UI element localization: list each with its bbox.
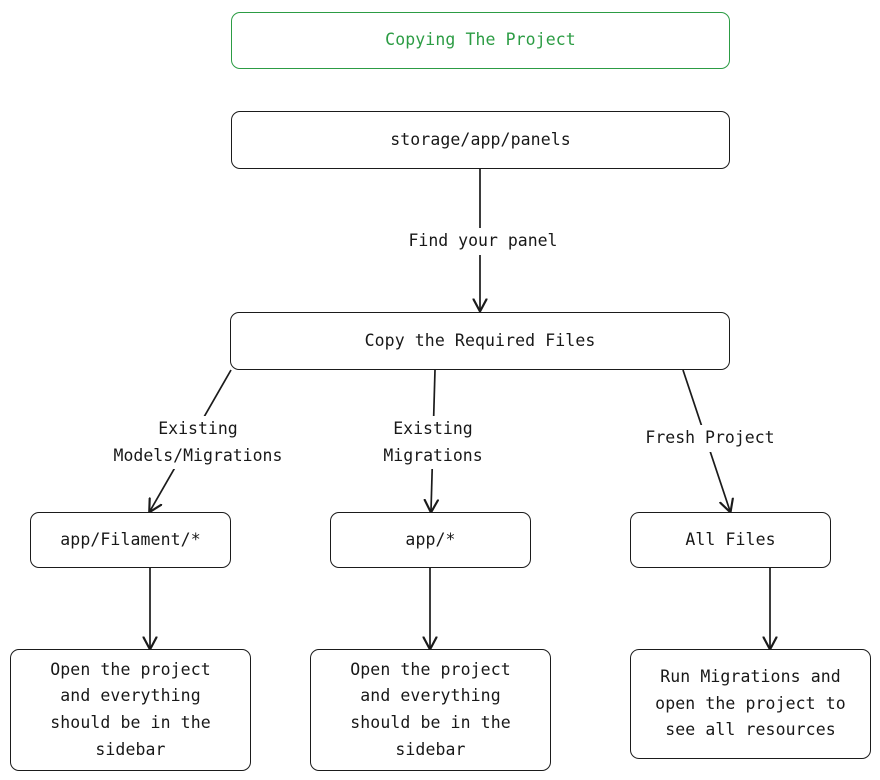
edge-label-find-your-panel: Find your panel bbox=[360, 228, 606, 255]
node-storage-app-panels[interactable]: storage/app/panels bbox=[231, 111, 730, 169]
edge-label-existing-migrations: Existing Migrations bbox=[322, 416, 544, 470]
node-copy-the-required-files[interactable]: Copy the Required Files bbox=[230, 312, 730, 370]
node-all-files[interactable]: All Files bbox=[630, 512, 831, 568]
edge-label-fresh-project: Fresh Project bbox=[617, 425, 803, 452]
node-copying-the-project[interactable]: Copying The Project bbox=[231, 12, 730, 69]
node-app-all[interactable]: app/* bbox=[330, 512, 531, 568]
node-outcome-open-project-middle[interactable]: Open the project and everything should b… bbox=[310, 649, 551, 771]
node-app-filament[interactable]: app/Filament/* bbox=[30, 512, 231, 568]
node-outcome-run-migrations[interactable]: Run Migrations and open the project to s… bbox=[630, 649, 871, 759]
node-outcome-open-project-left[interactable]: Open the project and everything should b… bbox=[10, 649, 251, 771]
edge-label-existing-models-migrations: Existing Models/Migrations bbox=[62, 416, 334, 470]
